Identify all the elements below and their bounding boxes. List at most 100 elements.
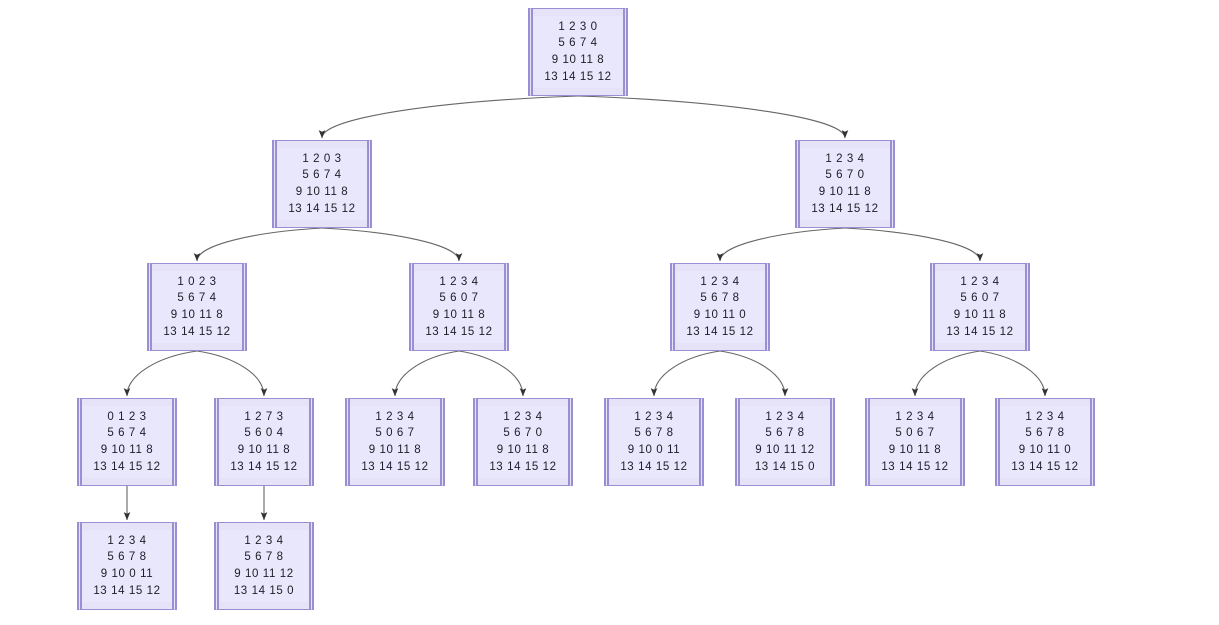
puzzle-state-row: 5 6 7 0 [503, 427, 543, 440]
puzzle-state-row: 1 2 3 4 [439, 275, 479, 288]
puzzle-state-row: 9 10 11 8 [237, 444, 291, 456]
puzzle-state-grid: 1 0 2 3 5 6 7 4 9 10 11 8 13 14 15 12 [152, 270, 242, 344]
puzzle-state-row: 13 14 15 12 [811, 202, 879, 215]
puzzle-state-row: 13 14 15 12 [93, 584, 161, 597]
puzzle-state-row: 9 10 11 0 [693, 309, 747, 321]
puzzle-state-row: 5 6 7 0 [825, 169, 865, 182]
puzzle-state-grid: 1 2 3 4 5 6 7 8 9 10 0 11 13 14 15 12 [82, 529, 172, 603]
puzzle-state-grid: 0 1 2 3 5 6 7 4 9 10 11 8 13 14 15 12 [82, 405, 172, 479]
puzzle-state-row: 13 14 15 12 [881, 460, 949, 473]
tree-edge [911, 350, 981, 397]
puzzle-state-row: 9 10 11 8 [368, 444, 422, 456]
puzzle-state-row: 5 6 0 4 [244, 427, 284, 440]
puzzle-state-row: 1 2 3 4 [825, 152, 865, 165]
tree-edge [193, 227, 323, 262]
puzzle-state-row: 5 6 7 8 [107, 551, 147, 564]
puzzle-state-row: 13 14 15 12 [946, 325, 1014, 338]
puzzle-state-grid: 1 2 3 4 5 6 7 8 9 10 11 0 13 14 15 12 [1000, 405, 1090, 479]
puzzle-state-row: 13 14 15 12 [93, 460, 161, 473]
tree-node: 1 2 0 3 5 6 7 4 9 10 11 8 13 14 15 12 [272, 140, 372, 228]
tree-edge [716, 227, 846, 262]
puzzle-state-row: 13 14 15 12 [1011, 460, 1079, 473]
tree-edge [458, 350, 527, 397]
puzzle-state-row: 13 14 15 0 [754, 460, 816, 473]
tree-edge [719, 350, 789, 397]
puzzle-state-row: 0 1 2 3 [107, 410, 147, 423]
puzzle-state-row: 1 2 3 4 [107, 534, 147, 547]
tree-edge [318, 95, 579, 139]
puzzle-state-row: 9 10 11 8 [295, 186, 349, 198]
tree-node: 1 2 3 4 5 6 7 0 9 10 11 8 13 14 15 12 [795, 140, 895, 228]
puzzle-state-row: 1 2 3 0 [558, 20, 598, 33]
tree-edge [979, 350, 1049, 397]
puzzle-state-row: 1 2 3 4 [1025, 410, 1065, 423]
puzzle-state-row: 9 10 11 8 [100, 444, 154, 456]
puzzle-state-row: 9 10 11 8 [551, 54, 605, 66]
puzzle-state-row: 1 2 0 3 [302, 152, 342, 165]
puzzle-state-row: 1 2 3 4 [700, 275, 740, 288]
puzzle-state-row: 9 10 11 8 [818, 186, 872, 198]
puzzle-state-grid: 1 2 0 3 5 6 7 4 9 10 11 8 13 14 15 12 [277, 147, 367, 221]
puzzle-state-row: 13 14 15 12 [620, 460, 688, 473]
puzzle-state-grid: 1 2 3 4 5 6 7 0 9 10 11 8 13 14 15 12 [800, 147, 890, 221]
puzzle-state-row: 13 14 15 12 [489, 460, 557, 473]
puzzle-state-row: 9 10 11 0 [1018, 444, 1072, 456]
puzzle-state-row: 1 2 3 4 [765, 410, 805, 423]
puzzle-state-grid: 1 2 3 0 5 6 7 4 9 10 11 8 13 14 15 12 [533, 15, 623, 89]
puzzle-state-row: 5 0 6 7 [895, 427, 935, 440]
puzzle-state-grid: 1 2 3 4 5 6 7 0 9 10 11 8 13 14 15 12 [478, 405, 568, 479]
puzzle-state-row: 9 10 11 8 [888, 444, 942, 456]
tree-node: 0 1 2 3 5 6 7 4 9 10 11 8 13 14 15 12 [77, 398, 177, 486]
tree-edge [391, 350, 460, 397]
tree-edge [577, 95, 849, 139]
puzzle-state-row: 13 14 15 12 [230, 460, 298, 473]
puzzle-state-row: 5 6 0 7 [439, 292, 479, 305]
tree-node: 1 2 3 4 5 6 7 8 9 10 0 11 13 14 15 12 [77, 522, 177, 610]
puzzle-state-row: 1 2 3 4 [503, 410, 543, 423]
puzzle-state-row: 1 2 3 4 [895, 410, 935, 423]
puzzle-state-row: 5 6 7 4 [558, 37, 598, 50]
tree-edge [123, 350, 198, 397]
puzzle-state-row: 1 2 3 4 [244, 534, 284, 547]
puzzle-state-row: 5 6 7 4 [177, 292, 217, 305]
puzzle-state-row: 9 10 11 8 [496, 444, 550, 456]
puzzle-state-row: 13 14 15 12 [163, 325, 231, 338]
puzzle-state-row: 5 6 7 8 [244, 551, 284, 564]
tree-node: 1 0 2 3 5 6 7 4 9 10 11 8 13 14 15 12 [147, 263, 247, 351]
puzzle-state-row: 5 6 7 8 [765, 427, 805, 440]
puzzle-state-row: 1 0 2 3 [177, 275, 217, 288]
tree-edge [844, 227, 984, 262]
tree-edge [650, 350, 721, 397]
puzzle-state-grid: 1 2 7 3 5 6 0 4 9 10 11 8 13 14 15 12 [219, 405, 309, 479]
puzzle-state-row: 13 14 15 0 [233, 584, 295, 597]
puzzle-state-row: 5 6 7 8 [1025, 427, 1065, 440]
puzzle-state-row: 1 2 3 4 [960, 275, 1000, 288]
puzzle-state-row: 5 6 7 8 [634, 427, 674, 440]
puzzle-state-row: 5 6 7 4 [302, 169, 342, 182]
puzzle-state-row: 9 10 0 11 [627, 444, 681, 456]
puzzle-state-grid: 1 2 3 4 5 0 6 7 9 10 11 8 13 14 15 12 [870, 405, 960, 479]
puzzle-state-row: 5 6 0 7 [960, 292, 1000, 305]
puzzle-state-row: 13 14 15 12 [288, 202, 356, 215]
tree-node: 1 2 3 4 5 6 7 8 9 10 11 0 13 14 15 12 [995, 398, 1095, 486]
puzzle-state-row: 13 14 15 12 [544, 70, 612, 83]
tree-node: 1 2 3 4 5 0 6 7 9 10 11 8 13 14 15 12 [865, 398, 965, 486]
puzzle-state-row: 5 0 6 7 [375, 427, 415, 440]
puzzle-state-row: 1 2 7 3 [244, 410, 284, 423]
puzzle-state-row: 1 2 3 4 [375, 410, 415, 423]
puzzle-state-row: 9 10 11 8 [170, 309, 224, 321]
puzzle-state-row: 13 14 15 12 [686, 325, 754, 338]
puzzle-state-row: 5 6 7 4 [107, 427, 147, 440]
puzzle-state-row: 9 10 0 11 [100, 568, 154, 580]
